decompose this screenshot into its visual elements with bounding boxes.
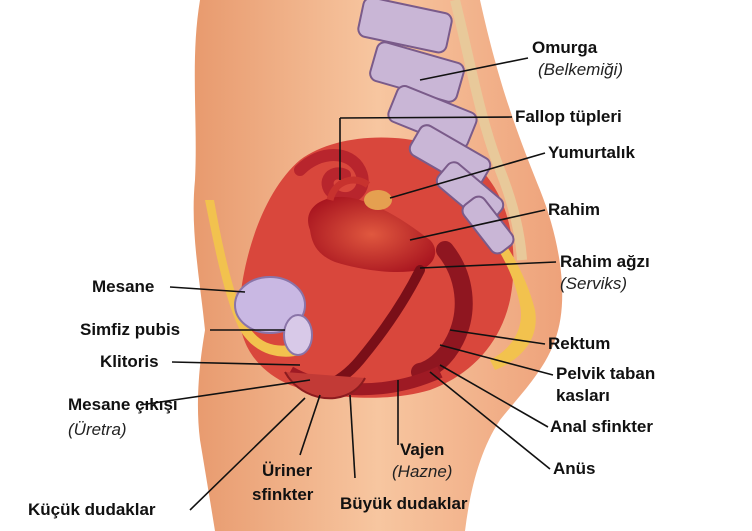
label-mesane: Mesane bbox=[92, 277, 154, 297]
label-vajen-sub: (Hazne) bbox=[392, 462, 452, 482]
label-pelvik-2: kasları bbox=[556, 386, 610, 406]
label-anal: Anal sfinkter bbox=[550, 417, 653, 437]
label-rahim: Rahim bbox=[548, 200, 600, 220]
label-rahim-agzi: Rahim ağzı bbox=[560, 252, 650, 272]
ovary bbox=[364, 190, 392, 210]
pubic-bone bbox=[284, 315, 312, 355]
label-kucuk: Küçük dudaklar bbox=[28, 500, 156, 520]
label-fallop: Fallop tüpleri bbox=[515, 107, 622, 127]
label-omurga: Omurga bbox=[532, 38, 597, 58]
label-uriner-2: sfinkter bbox=[252, 485, 313, 505]
label-rektum: Rektum bbox=[548, 334, 610, 354]
label-anus: Anüs bbox=[553, 459, 596, 479]
label-buyuk: Büyük dudaklar bbox=[340, 494, 468, 514]
label-pelvik-1: Pelvik taban bbox=[556, 364, 655, 384]
label-mesane-cikisi-sub: (Üretra) bbox=[68, 420, 127, 440]
label-uriner-1: Üriner bbox=[262, 461, 312, 481]
label-vajen: Vajen bbox=[400, 440, 444, 460]
label-klitoris: Klitoris bbox=[100, 352, 159, 372]
label-simfiz: Simfiz pubis bbox=[80, 320, 180, 340]
label-omurga-sub: (Belkemiği) bbox=[538, 60, 623, 80]
label-mesane-cikisi: Mesane çıkışı bbox=[68, 395, 178, 415]
label-rahim-agzi-sub: (Serviks) bbox=[560, 274, 627, 294]
label-yumurtalik: Yumurtalık bbox=[548, 143, 635, 163]
